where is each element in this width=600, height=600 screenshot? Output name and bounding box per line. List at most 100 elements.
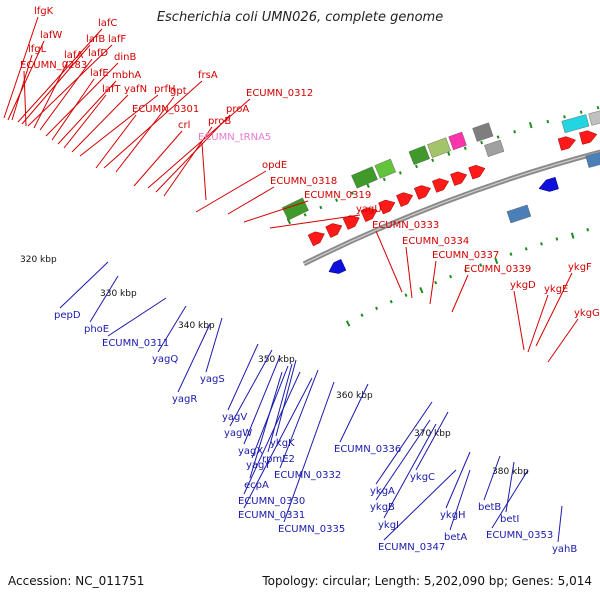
inner-tick-mark <box>540 242 543 246</box>
inner-tick-mark <box>555 237 559 241</box>
outer-tick-mark <box>335 198 339 202</box>
forward-gene-arrow <box>557 136 577 151</box>
forward-label-leader <box>429 260 437 305</box>
outer-tick-mark <box>382 177 386 182</box>
reverse-label-leader <box>449 469 471 531</box>
reverse-label-leader <box>227 343 259 411</box>
feature-block <box>472 122 494 142</box>
forward-label-leader <box>51 78 95 141</box>
reverse-label-leader <box>59 261 109 309</box>
forward-label-lfgK: lfgK <box>34 6 54 17</box>
inner-tick-mark <box>434 280 438 285</box>
reverse-label-ECUMN_0335: ECUMN_0335 <box>278 524 345 535</box>
reverse-label-ykgH: ykgH <box>440 510 466 521</box>
reverse-label-leader <box>383 423 437 519</box>
forward-label-ECUMN_tRNA5: ECUMN_tRNA5 <box>198 132 271 143</box>
forward-label-ECUMN_0301: ECUMN_0301 <box>132 104 199 115</box>
reverse-label-leader <box>267 363 293 453</box>
forward-label-ECUMN_0283: ECUMN_0283 <box>20 60 87 71</box>
feature-block <box>351 166 378 189</box>
forward-gene-arrow <box>413 185 431 200</box>
forward-label-leader <box>535 272 573 347</box>
forward-label-lfgL: lfgL <box>28 44 47 55</box>
forward-label-ECUMN_0312: ECUMN_0312 <box>246 88 313 99</box>
outer-tick-mark <box>496 135 500 139</box>
reverse-label-leader <box>205 317 223 373</box>
outer-tick-mark <box>513 129 517 134</box>
outer-tick-mark <box>398 171 402 175</box>
forward-label-leader <box>375 230 403 293</box>
outer-tick-mark <box>415 164 418 169</box>
forward-label-lafE: lafE <box>90 68 109 79</box>
forward-gene-arrow <box>579 130 598 145</box>
reverse-label-ecpA: ecpA <box>244 480 269 491</box>
outer-tick-mark <box>350 191 354 195</box>
forward-label-leader <box>17 28 103 123</box>
outer-tick-mark <box>528 121 533 129</box>
forward-label-ECUMN_0318: ECUMN_0318 <box>270 176 337 187</box>
reverse-label-yahB: yahB <box>552 544 577 555</box>
forward-label-leader <box>195 170 267 213</box>
feature-block <box>506 204 532 224</box>
forward-gene-arrow <box>431 178 450 193</box>
forward-label-frsA: frsA <box>198 70 218 81</box>
reverse-label-leader <box>445 451 471 509</box>
forward-label-leader <box>133 130 183 187</box>
reverse-label-leader <box>375 401 433 485</box>
forward-label-lafC: lafC <box>98 18 117 29</box>
forward-label-lafB: lafB <box>86 34 105 45</box>
forward-label-opdE: opdE <box>262 160 287 171</box>
forward-label-lafF: lafF <box>108 34 126 45</box>
feature-block <box>408 145 430 165</box>
forward-label-lafD: lafD <box>88 48 108 59</box>
forward-label-leader <box>163 126 213 197</box>
forward-label-leader <box>71 94 129 153</box>
reverse-label-leader <box>249 371 283 479</box>
forward-label-leader <box>227 186 275 215</box>
inner-tick-mark <box>494 257 499 265</box>
feature-block <box>561 114 590 134</box>
forward-label-prfH: prfH <box>154 84 176 95</box>
reverse-label-leader <box>229 349 273 427</box>
forward-label-leader <box>3 16 39 119</box>
outer-tick-mark <box>303 213 307 217</box>
inner-tick-mark <box>389 299 393 304</box>
inner-tick-mark <box>375 306 379 311</box>
feature-block <box>427 137 451 158</box>
reverse-label-leader <box>339 383 369 443</box>
inner-tick-mark <box>404 293 408 297</box>
forward-label-proA: proA <box>226 104 249 115</box>
forward-label-yafN: yafN <box>124 84 147 95</box>
forward-label-leader <box>513 290 525 351</box>
inner-tick-mark <box>524 247 528 251</box>
reverse-label-betA: betA <box>444 532 467 543</box>
outer-tick-mark <box>596 106 600 110</box>
forward-label-gpt: gpt <box>170 86 187 97</box>
genome-backbone-highlight <box>303 151 600 265</box>
outer-tick-mark <box>546 119 550 124</box>
forward-label-leader <box>57 80 117 145</box>
map-title: Escherichia coli UMN026, complete genome <box>156 10 444 25</box>
feature-block <box>281 197 309 221</box>
reverse-label-yagS: yagS <box>200 374 225 385</box>
reverse-label-ECUMN_0332: ECUMN_0332 <box>274 470 341 481</box>
forward-label-leader <box>33 60 69 129</box>
forward-label-ECUMN_0333: ECUMN_0333 <box>372 220 439 231</box>
scale-label-350-kbp: 350 kbp <box>258 355 295 365</box>
forward-label-ykgD: ykgD <box>510 280 536 291</box>
scale-label-360-kbp: 360 kbp <box>336 391 373 401</box>
forward-label-ECUMN_0337: ECUMN_0337 <box>432 250 499 261</box>
forward-label-ECUMN_0319: ECUMN_0319 <box>304 190 371 201</box>
reverse-label-leader <box>279 369 319 469</box>
forward-label-yagU: yagU <box>356 204 382 215</box>
forward-label-leader <box>45 62 119 137</box>
reverse-label-yagR: yagR <box>172 394 197 405</box>
inner-tick-mark <box>360 313 364 317</box>
scale-label-320-kbp: 320 kbp <box>20 255 57 265</box>
forward-label-ykgF: ykgF <box>568 262 592 273</box>
inner-tick-mark <box>419 287 424 294</box>
forward-label-ykgE: ykgE <box>544 284 568 295</box>
reverse-label-yagY: yagY <box>246 460 271 471</box>
inner-tick-mark <box>345 320 351 327</box>
reverse-gene-arrow <box>328 258 347 274</box>
